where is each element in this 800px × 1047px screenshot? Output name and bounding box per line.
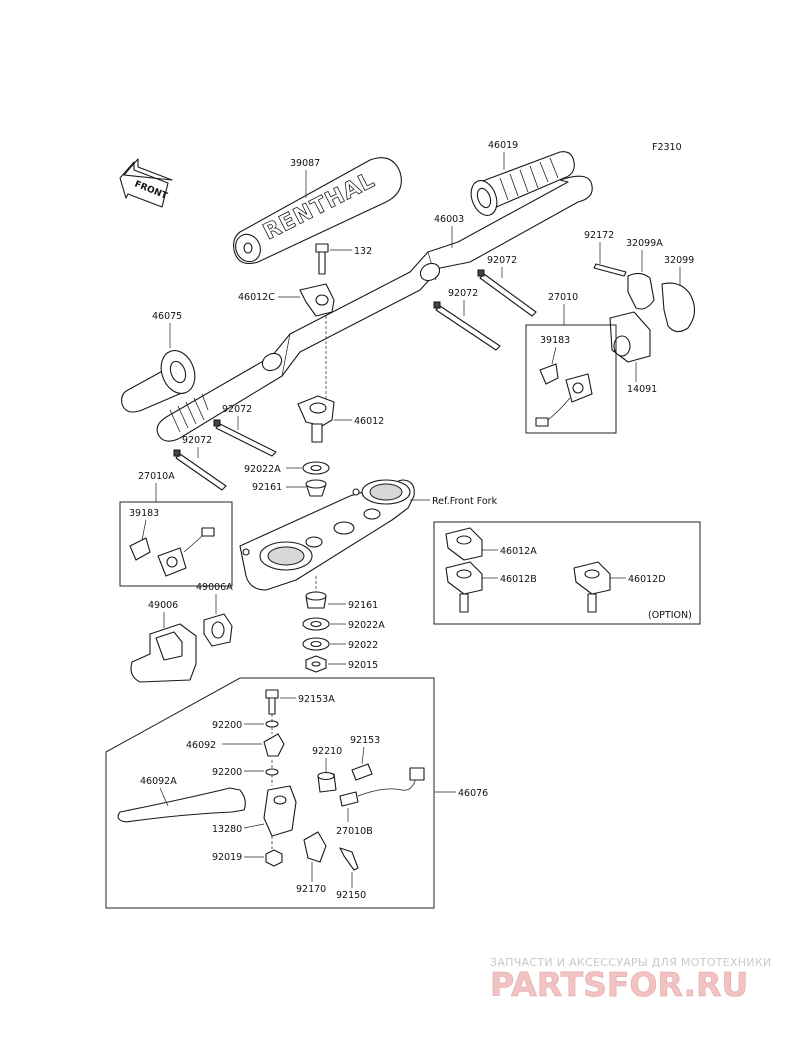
label-92161-a: 92161 (252, 482, 282, 493)
watermark-logo: PARTSFOR.RU (490, 965, 748, 1004)
label-39183-a: 39183 (540, 335, 570, 346)
label-132: 132 (354, 246, 372, 257)
label-13280: 13280 (212, 824, 242, 835)
label-92210: 92210 (312, 746, 342, 757)
holder-46012-part (297, 395, 335, 443)
label-92150: 92150 (336, 890, 366, 901)
handlebar-part (156, 175, 593, 442)
switch-27010-box (525, 324, 617, 434)
option-box (433, 521, 701, 625)
label-46092: 46092 (186, 740, 216, 751)
label-39183-b: 39183 (129, 508, 159, 519)
label-32099: 32099 (664, 255, 694, 266)
label-46092a: 46092A (140, 776, 177, 787)
label-92072-b: 92072 (448, 288, 478, 299)
washer-top-part (302, 461, 330, 497)
label-49006a: 49006A (196, 582, 233, 593)
label-92019: 92019 (212, 852, 242, 863)
label-46012b: 46012B (500, 574, 537, 585)
label-92022: 92022 (348, 640, 378, 651)
label-92153a: 92153A (298, 694, 335, 705)
label-ref-front-fork: Ref.Front Fork (432, 496, 498, 507)
label-92153: 92153 (350, 735, 380, 746)
label-27010: 27010 (548, 292, 578, 303)
washer-bottom-part (302, 591, 330, 673)
label-46012d: 46012D (628, 574, 666, 585)
watermark-tagline: ЗАПЧАСТИ И АКСЕССУАРЫ ДЛЯ МОТОТЕХНИКИ (490, 956, 772, 969)
label-46012: 46012 (354, 416, 384, 427)
label-39087: 39087 (290, 158, 320, 169)
label-92022a: 92022A (244, 464, 281, 475)
label-14091: 14091 (627, 384, 657, 395)
label-92072-c: 92072 (222, 404, 252, 415)
switch-27010-part (535, 363, 593, 427)
option-label: (OPTION) (648, 610, 692, 621)
switch-27010a-box (119, 501, 233, 587)
label-92072-a: 92072 (487, 255, 517, 266)
lever-guard-part (130, 613, 233, 683)
option-clamps-part (445, 527, 611, 613)
label-92200-b: 92200 (212, 767, 242, 778)
label-92172: 92172 (584, 230, 614, 241)
label-92015: 92015 (348, 660, 378, 671)
label-46019: 46019 (488, 140, 518, 151)
label-46012c: 46012C (238, 292, 275, 303)
label-27010b: 27010B (336, 826, 373, 837)
triple-clamp-part (239, 479, 415, 591)
bolt-132-part (315, 243, 329, 275)
label-92170: 92170 (296, 884, 326, 895)
bar-end-knurl (169, 393, 209, 433)
label-32099a: 32099A (626, 238, 663, 249)
clamp-46012c-part (299, 283, 335, 317)
label-46076: 46076 (458, 788, 488, 799)
zip-tie-part (173, 269, 537, 491)
label-92022a-b: 92022A (348, 620, 385, 631)
front-arrow-icon: FRONT (119, 158, 173, 208)
label-46075: 46075 (152, 311, 182, 322)
throttle-housing-part (593, 263, 696, 363)
throttle-grip-part (470, 151, 575, 216)
label-49006: 49006 (148, 600, 178, 611)
label-92200-a: 92200 (212, 720, 242, 731)
label-92161-b: 92161 (348, 600, 378, 611)
left-grip-part (121, 350, 196, 413)
figure-code: F2310 (652, 142, 682, 153)
label-92072-d: 92072 (182, 435, 212, 446)
label-27010a: 27010A (138, 471, 175, 482)
clutch-assembly-box (105, 677, 435, 909)
switch-27010a-part (129, 527, 215, 577)
clutch-lever-part (117, 689, 425, 871)
label-46003: 46003 (434, 214, 464, 225)
label-46012a: 46012A (500, 546, 537, 557)
